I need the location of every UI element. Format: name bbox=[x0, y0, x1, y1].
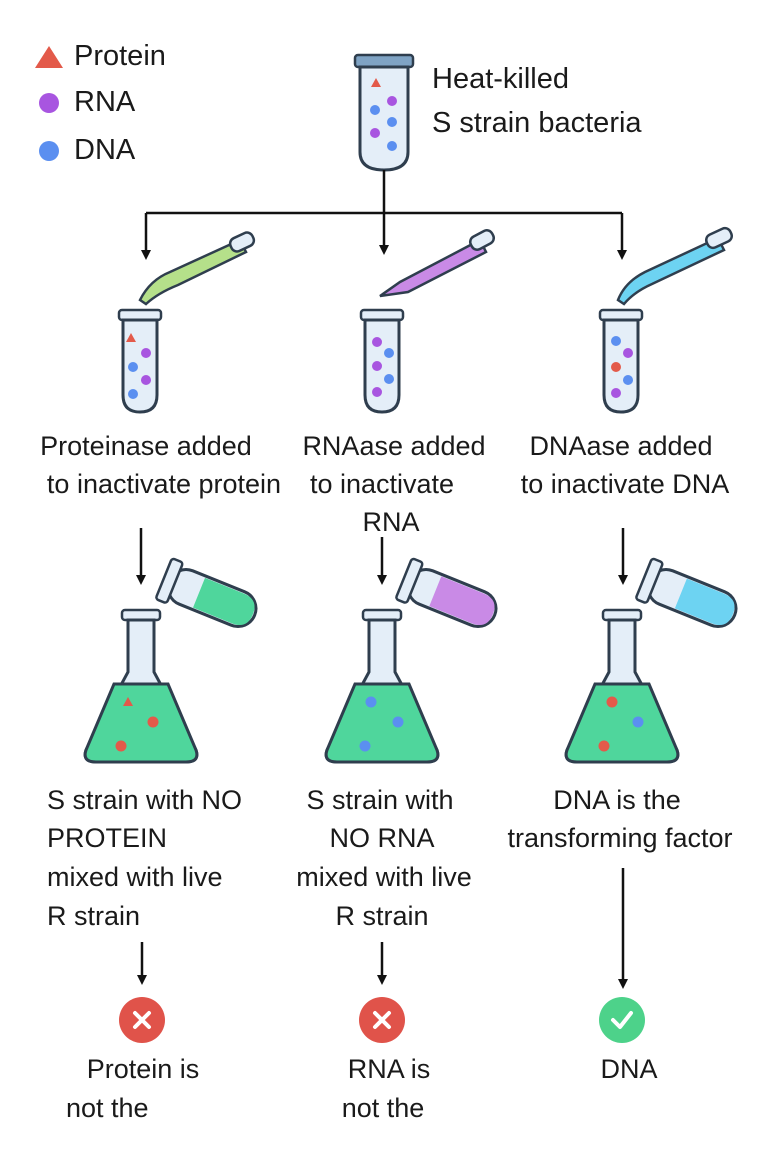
proteinase-test-tube bbox=[117, 308, 163, 414]
dna-marker bbox=[632, 716, 644, 728]
source-label-line1: Heat-killed bbox=[432, 63, 569, 95]
proteinase-caption-line1: Proteinase added bbox=[40, 431, 252, 461]
source-test-tube bbox=[353, 53, 415, 172]
dna-marker bbox=[384, 348, 394, 358]
rnaase-test-tube bbox=[359, 308, 405, 414]
source-label-line2: S strain bacteria bbox=[432, 107, 642, 139]
dnaase-caption-line2: to inactivate DNA bbox=[520, 469, 730, 499]
legend-rna: RNA bbox=[36, 86, 135, 119]
dna-marker bbox=[128, 362, 138, 372]
conclusion-protein-line1: Protein is bbox=[86, 1054, 200, 1084]
proteinase-caption-line2: to inactivate protein bbox=[46, 469, 282, 499]
dnaase-test-tube bbox=[598, 308, 644, 414]
rna-marker bbox=[141, 375, 151, 385]
rna-marker bbox=[141, 348, 151, 358]
rnaase-caption-line2: to inactivate bbox=[309, 469, 455, 499]
protein-marker bbox=[115, 740, 127, 752]
branch-connector bbox=[141, 170, 627, 260]
dnaase-caption-line1: DNAase added bbox=[529, 431, 713, 461]
conclusion-dna-line1: DNA bbox=[600, 1054, 658, 1084]
result-dna-line1: DNA is the bbox=[553, 785, 681, 815]
rna-marker bbox=[611, 388, 621, 398]
protein-marker bbox=[123, 697, 133, 706]
result-rna-line1: S strain with bbox=[306, 785, 454, 815]
legend-protein-label: Protein bbox=[74, 40, 166, 72]
rna-marker bbox=[387, 96, 397, 106]
result-dna-line2: transforming factor bbox=[507, 823, 733, 853]
outcome-arrows bbox=[137, 868, 628, 989]
dna-marker bbox=[384, 374, 394, 384]
rna-marker bbox=[372, 387, 382, 397]
x-circle-icon bbox=[359, 997, 405, 1043]
conclusion-rna-line1: RNA is bbox=[347, 1054, 431, 1084]
flask-no-rna bbox=[324, 608, 440, 764]
flask-no-dna bbox=[564, 608, 680, 764]
protein-marker bbox=[606, 696, 618, 708]
result-protein-line2: PROTEIN bbox=[47, 823, 168, 853]
proteinase-pour-tube bbox=[155, 557, 258, 628]
circle-icon bbox=[36, 90, 62, 116]
protein-marker bbox=[598, 740, 610, 752]
dna-marker bbox=[623, 375, 633, 385]
dna-marker bbox=[359, 740, 371, 752]
rna-marker bbox=[372, 337, 382, 347]
rna-marker bbox=[372, 361, 382, 371]
legend-rna-label: RNA bbox=[74, 86, 136, 118]
dna-marker bbox=[370, 105, 380, 115]
dna-marker bbox=[387, 141, 397, 151]
dnaase-pipette bbox=[616, 226, 734, 306]
protein-marker bbox=[611, 362, 621, 372]
rna-marker bbox=[370, 128, 380, 138]
rna-marker bbox=[623, 348, 633, 358]
dna-marker bbox=[392, 716, 404, 728]
rnaase-pour-tube bbox=[395, 557, 498, 628]
result-protein-line1: S strain with NO bbox=[47, 785, 243, 815]
result-protein-line3: mixed with live bbox=[47, 862, 223, 892]
protein-marker bbox=[371, 78, 381, 87]
result-rna-line3: mixed with live bbox=[296, 862, 472, 892]
dna-marker bbox=[365, 696, 377, 708]
conclusion-rna-line2: not the bbox=[341, 1093, 425, 1123]
result-rna-line2: NO RNA bbox=[329, 823, 435, 853]
legend-dna-label: DNA bbox=[74, 134, 136, 166]
x-circle-icon bbox=[119, 997, 165, 1043]
dna-marker bbox=[611, 336, 621, 346]
dna-marker bbox=[387, 117, 397, 127]
protein-marker bbox=[147, 716, 159, 728]
proteinase-pipette bbox=[138, 231, 256, 306]
result-protein-line4: R strain bbox=[47, 901, 141, 931]
result-rna-line4: R strain bbox=[335, 901, 429, 931]
conclusion-protein-line2: not the bbox=[66, 1093, 149, 1123]
legend-protein: Protein bbox=[35, 40, 166, 73]
rnaase-caption-line3: RNA bbox=[362, 507, 420, 537]
triangle-icon bbox=[35, 44, 63, 70]
protein-marker bbox=[126, 333, 136, 342]
circle-icon bbox=[36, 138, 62, 164]
rnaase-caption-line1: RNAase added bbox=[302, 431, 486, 461]
dnaase-pour-tube bbox=[635, 557, 738, 628]
check-circle-icon bbox=[599, 997, 645, 1043]
flask-no-protein bbox=[83, 608, 199, 764]
flask-arrows bbox=[136, 528, 628, 585]
legend-dna: DNA bbox=[36, 134, 135, 167]
rnaase-pipette bbox=[379, 229, 496, 298]
dna-marker bbox=[128, 389, 138, 399]
